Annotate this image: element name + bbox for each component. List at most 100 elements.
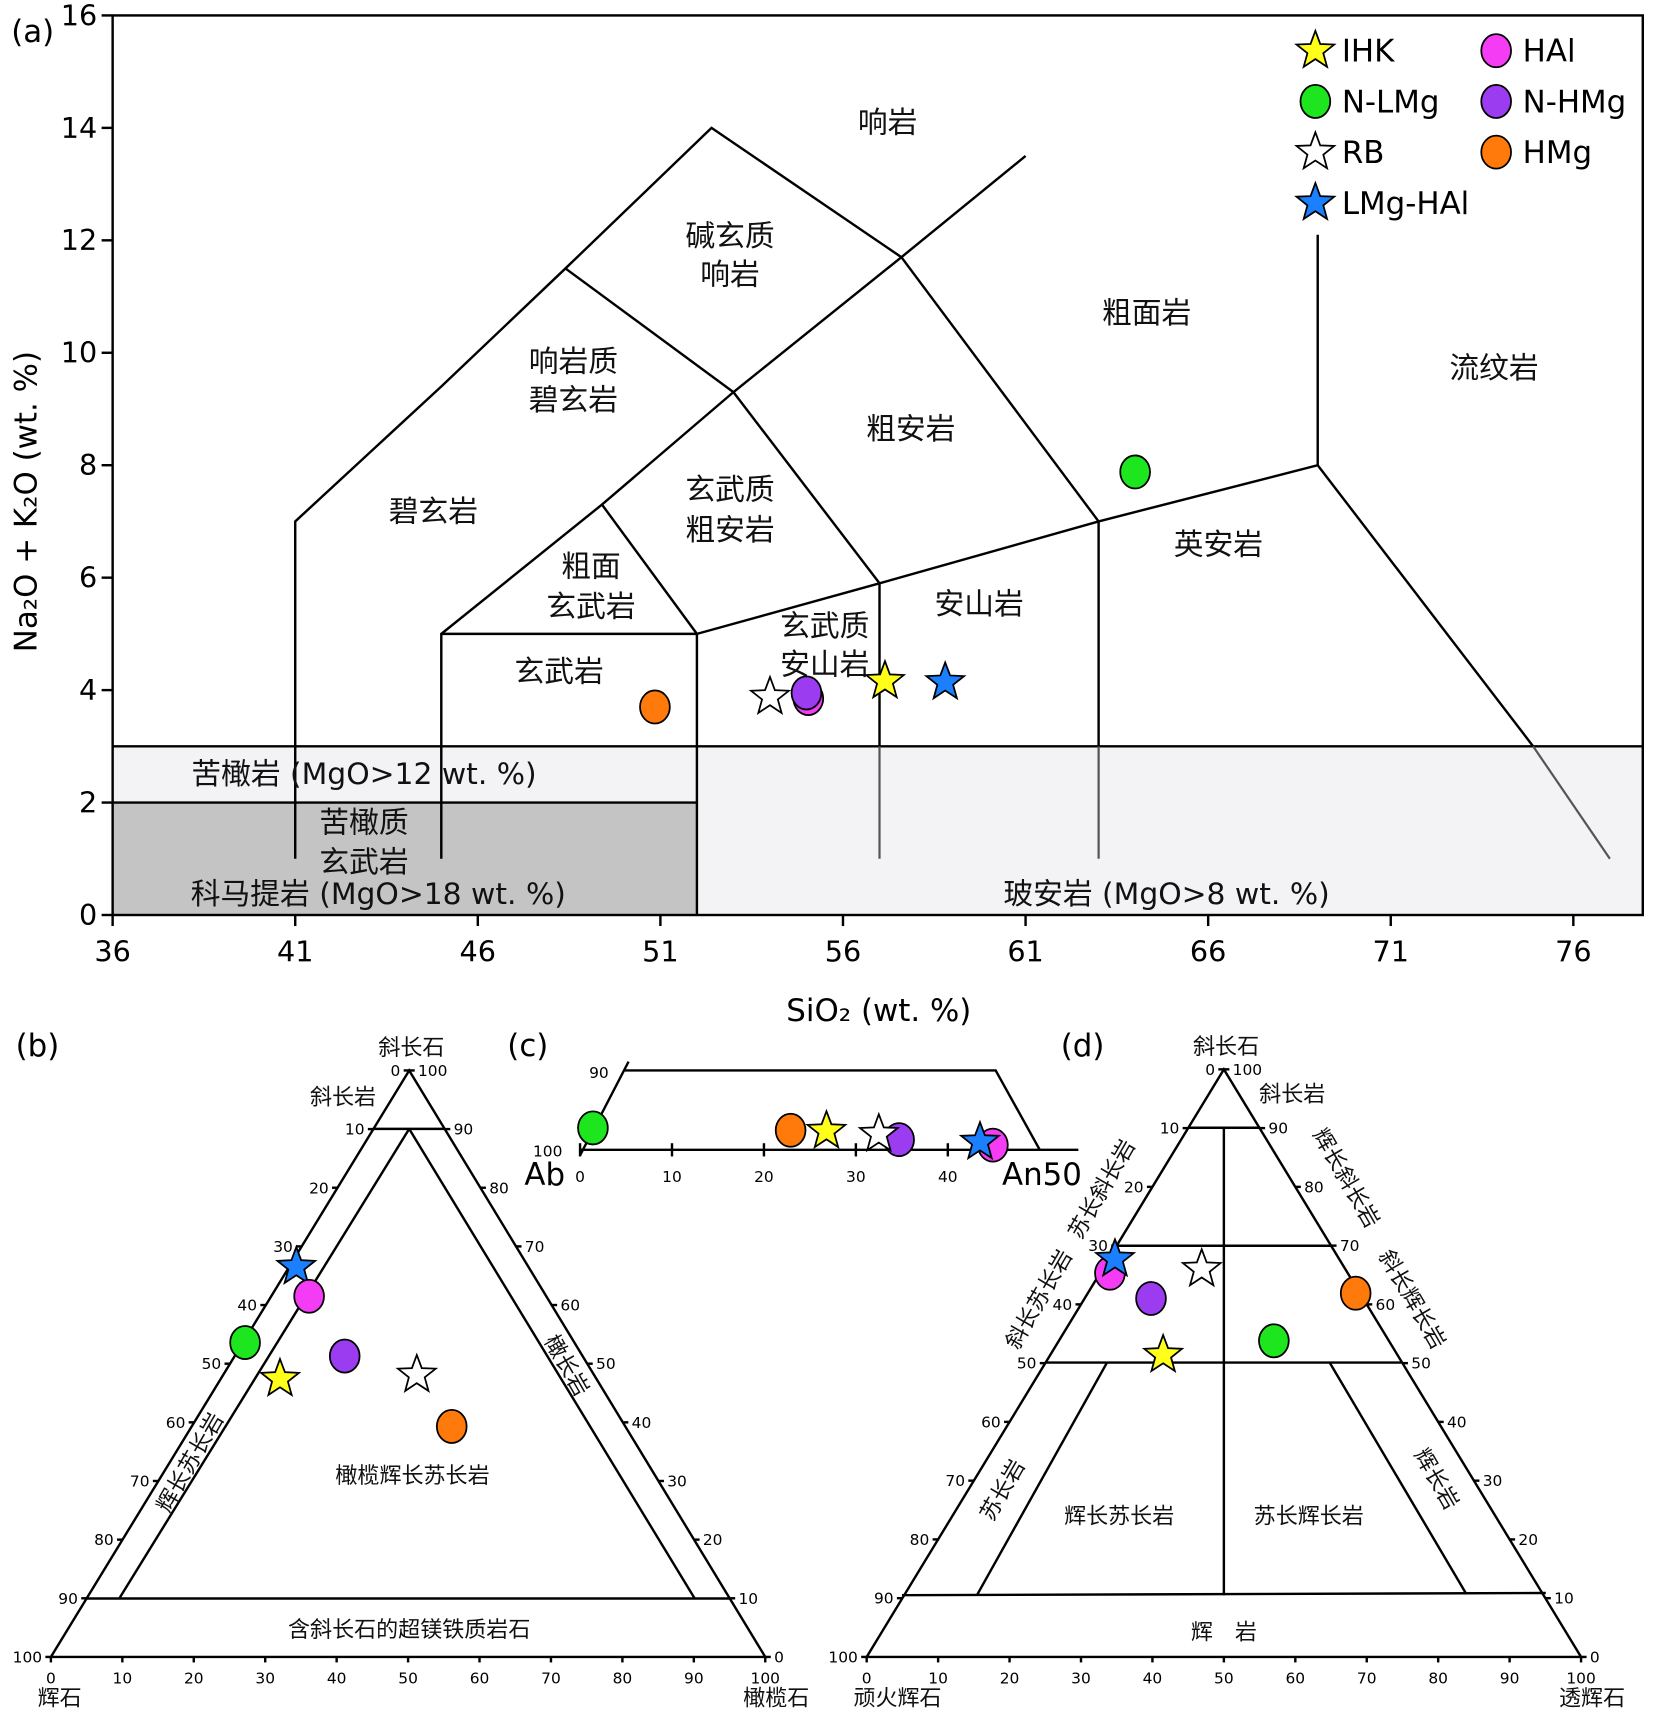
komatiite-field (112, 802, 696, 916)
x-tick-label: 41 (277, 934, 313, 968)
bottom-tick-label: 100 (751, 1669, 780, 1687)
panel-label-c: (c) (507, 1028, 548, 1064)
rock-field-label: 玄武岩 (514, 654, 603, 689)
y-tick-label: 2 (79, 785, 97, 819)
apex-label-right: 透辉石 (1559, 1686, 1625, 1711)
right-tick-label: 70 (525, 1238, 545, 1256)
right-tick-label: 30 (667, 1472, 687, 1490)
left-tick-label: 40 (1053, 1296, 1073, 1314)
point-ihk-star (863, 658, 907, 700)
right-tick-label: 80 (1304, 1178, 1324, 1196)
right-tick-label: 60 (560, 1297, 580, 1315)
rock-field-label: 斜长岩 (1259, 1082, 1325, 1107)
left-tick-label: 0 (391, 1062, 401, 1080)
right-tick-label: 40 (1447, 1413, 1467, 1431)
field-boundary (732, 391, 881, 585)
boundary-line (118, 1128, 411, 1600)
bottom-tick-label: 20 (1000, 1669, 1020, 1687)
left-tick-label: 70 (130, 1472, 150, 1490)
right-tick-label: 50 (1411, 1355, 1431, 1373)
rock-field-label: 粗面岩 (1102, 296, 1191, 331)
rock-field-label: 粗面 (561, 550, 621, 585)
x-tick-label: 56 (825, 934, 861, 968)
bottom-tick-label: 0 (862, 1669, 872, 1687)
rock-field-label: 玻安岩 (MgO>8 wt. %) (1003, 877, 1329, 912)
point-ihk-star (805, 1108, 848, 1150)
left-tick-label: 20 (309, 1179, 329, 1197)
ternary-frame (48, 1068, 768, 1659)
right-tick-label: 100 (418, 1062, 447, 1080)
rock-field-label: 辉长岩 (1408, 1445, 1463, 1515)
point-rb-star (1294, 129, 1337, 171)
right-tick-label: 60 (1376, 1296, 1396, 1314)
field-boundary (564, 267, 735, 394)
point-hmg-circle (1339, 1275, 1372, 1311)
apex-label-top: 斜长石 (1193, 1035, 1259, 1060)
right-tick-label: 50 (596, 1355, 616, 1373)
rock-field-label: 玄武质 (685, 472, 774, 507)
rock-field-label: 粗安岩 (866, 412, 955, 447)
bottom-tick-label: 60 (470, 1669, 490, 1687)
right-tick-label: 80 (489, 1179, 509, 1197)
right-tick-label: 0 (774, 1648, 784, 1666)
field-boundary (1532, 745, 1611, 860)
left-tick-label: 90 (874, 1590, 894, 1608)
right-tick-label: 0 (1590, 1648, 1600, 1666)
right-tick-label: 90 (1268, 1120, 1288, 1138)
x-tick-label: 71 (1373, 934, 1409, 968)
x-tick-label: 0 (575, 1168, 585, 1186)
bottom-tick-label: 90 (684, 1669, 704, 1687)
point-ihk-star (1141, 1332, 1185, 1374)
rock-field-label: 响岩 (858, 105, 918, 140)
right-tick-label: 10 (1554, 1590, 1574, 1608)
rock-field-label: 含斜长石的超镁铁质岩石 (288, 1618, 530, 1643)
left-tick-label: 100 (13, 1648, 42, 1666)
left-tick-label: 10 (1160, 1120, 1180, 1138)
right-tick-label: 90 (454, 1121, 474, 1139)
bottom-tick-label: 70 (541, 1669, 561, 1687)
rock-field-label: 玄武岩 (319, 845, 408, 880)
panel-label-b: (b) (16, 1028, 60, 1064)
point-hmg-circle (1480, 134, 1512, 170)
x-tick-label: 30 (846, 1168, 866, 1186)
rock-field-label: 粗安岩 (685, 513, 774, 548)
x-tick-label: 51 (642, 934, 678, 968)
rock-field-label: 玄武质 (780, 609, 869, 644)
point-n-lmg-circle (577, 1110, 609, 1146)
bottom-tick-label: 80 (613, 1669, 633, 1687)
rock-field-label: 安山岩 (780, 648, 869, 683)
x-tick-label: 20 (754, 1168, 774, 1186)
rock-field-label: 辉长苏长岩 (1064, 1505, 1174, 1530)
apex-label-top: 斜长石 (378, 1036, 444, 1061)
panel-label-d: (d) (1061, 1028, 1105, 1064)
point-n-hmg-circle (328, 1338, 361, 1374)
left-tick-label: 90 (58, 1590, 78, 1608)
x-tick-label: 10 (662, 1168, 682, 1186)
apex-label-left: 顽火辉石 (853, 1686, 941, 1711)
legend-label: HMg (1523, 135, 1592, 171)
x-tick-label: 46 (460, 934, 496, 968)
boundary-line (1328, 1361, 1468, 1595)
left-tick-label: 80 (94, 1531, 114, 1549)
bottom-tick-label: 0 (46, 1669, 56, 1687)
point-hal-circle (293, 1278, 325, 1314)
y-tick-label: 16 (61, 0, 97, 32)
x-tick-label: 76 (1555, 934, 1591, 968)
y-axis-label: Na₂O + K₂O (wt. %) (9, 351, 45, 652)
left-tick-label: 20 (1124, 1178, 1144, 1196)
point-lmg-hal-star (1294, 180, 1337, 221)
panel-d-ternary: (d) 010203040506070809010010090807060504… (828, 1028, 1625, 1711)
point-n-lmg-circle (229, 1325, 261, 1360)
left-tick-label: 40 (237, 1297, 257, 1315)
bottom-tick-label: 50 (1214, 1669, 1234, 1687)
y-tick-label: 0 (79, 898, 97, 932)
y-tick-label: 100 (533, 1142, 562, 1160)
panel-label-a: (a) (11, 14, 54, 50)
bottom-tick-label: 20 (184, 1669, 204, 1687)
rock-field-label: 安山岩 (935, 587, 1024, 622)
y-tick-label: 4 (79, 673, 97, 707)
rock-field-label: 斜长岩 (310, 1086, 376, 1111)
rock-field-label: 科马提岩 (MgO>18 wt. %) (191, 877, 566, 912)
